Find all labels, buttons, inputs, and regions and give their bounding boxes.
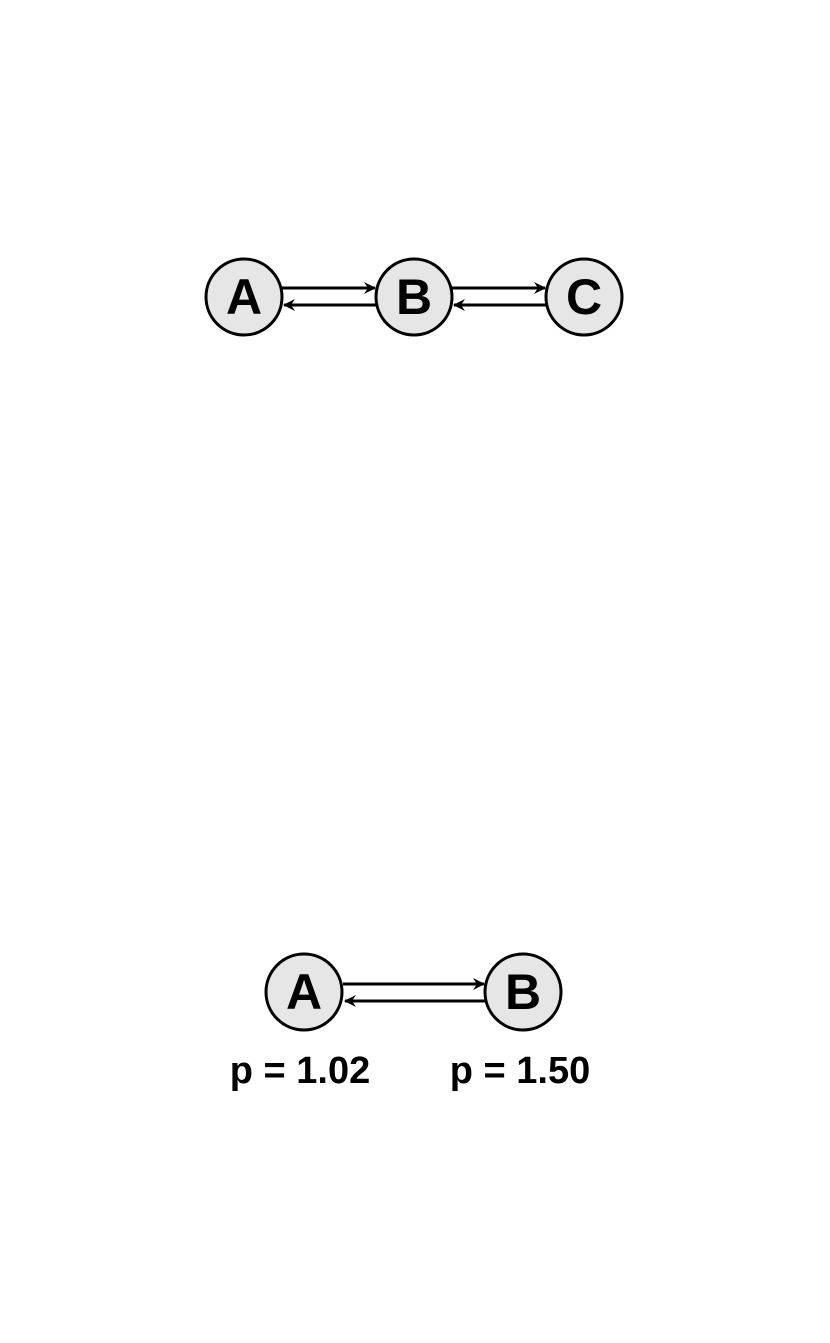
- top-node-a: A: [204, 257, 284, 337]
- bottom-node-a-p-label: p = 1.02: [230, 1050, 370, 1092]
- top-node-c: C: [544, 257, 624, 337]
- bottom-node-b-p-label: p = 1.50: [450, 1050, 590, 1092]
- bottom-edges: [343, 978, 485, 1007]
- top-node-b-label: B: [396, 269, 432, 325]
- bottom-node-b-label: B: [505, 964, 541, 1020]
- top-edges: [282, 282, 546, 311]
- bottom-node-a-label: A: [286, 964, 322, 1020]
- bottom-diagram: A B p = 1.02 p = 1.50: [230, 952, 590, 1092]
- top-node-a-label: A: [226, 269, 262, 325]
- bottom-node-b: B: [483, 952, 563, 1032]
- bottom-node-a: A: [264, 952, 344, 1032]
- top-diagram: A B C: [204, 257, 624, 337]
- top-node-c-label: C: [566, 269, 602, 325]
- top-node-b: B: [374, 257, 454, 337]
